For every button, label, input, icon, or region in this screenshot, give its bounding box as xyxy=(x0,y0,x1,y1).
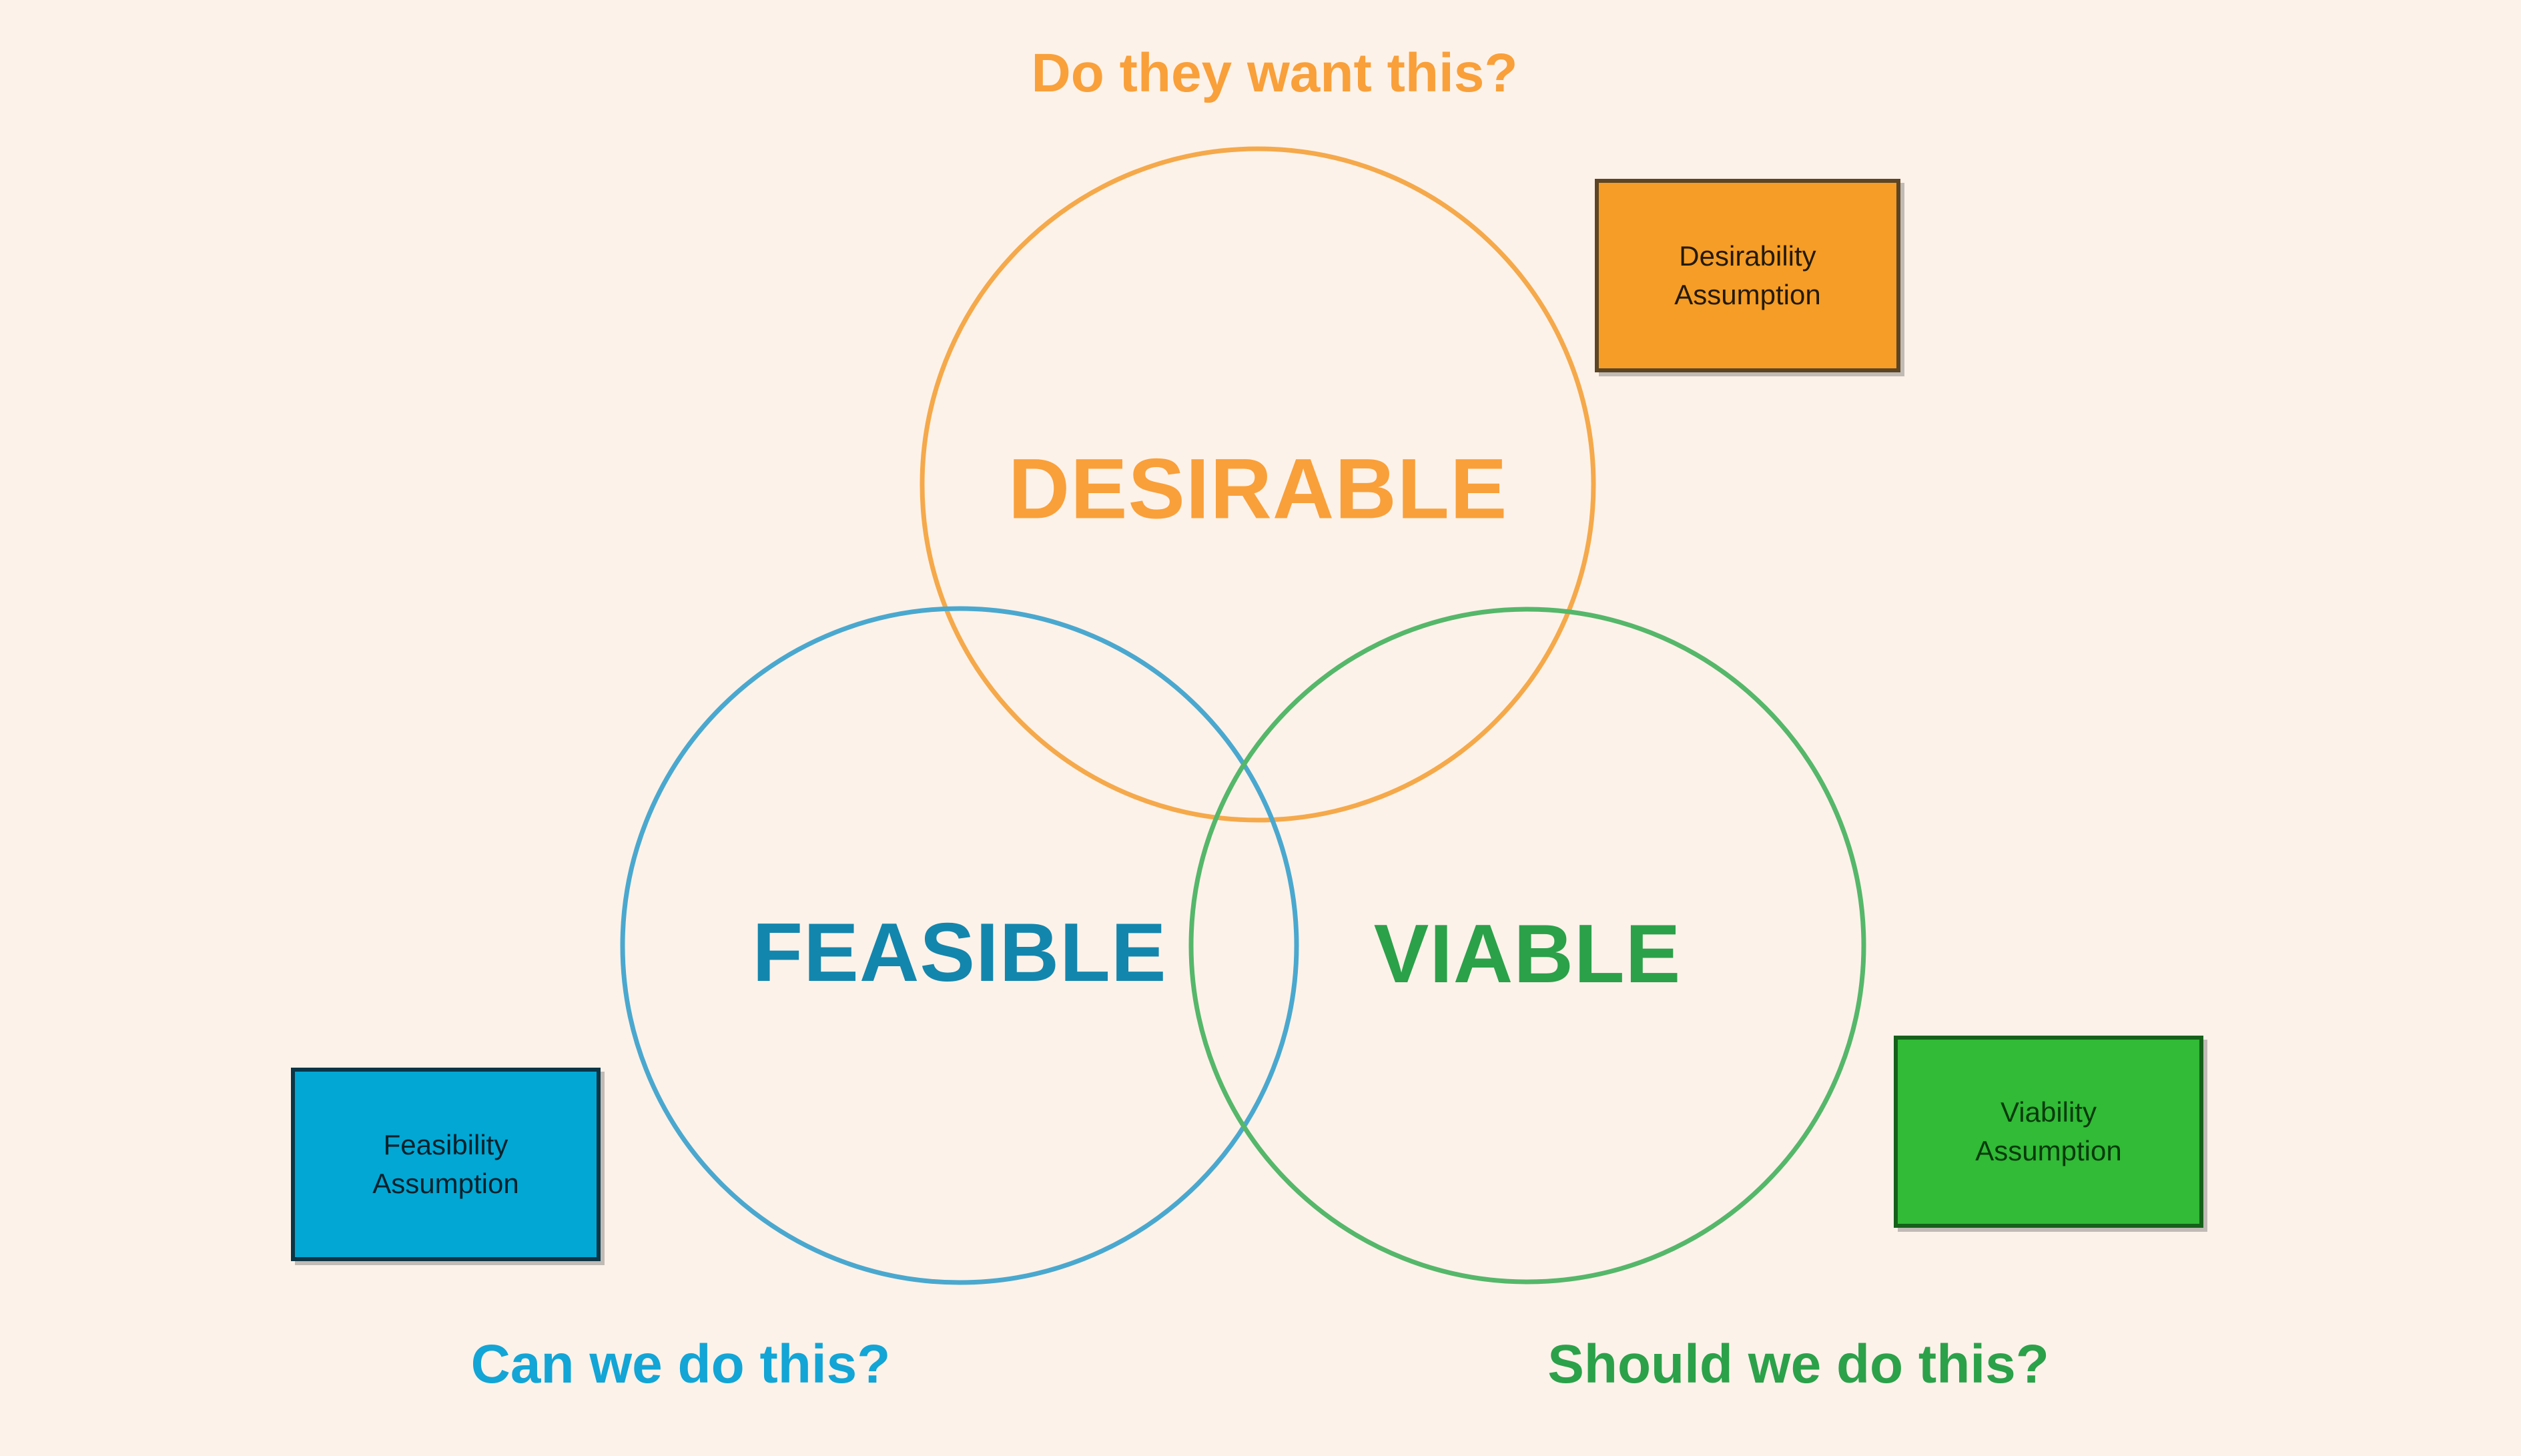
feasibility-assumption-label: Feasibility Assumption xyxy=(372,1129,519,1199)
question-desirability: Do they want this? xyxy=(1031,43,1518,103)
question-feasibility: Can we do this? xyxy=(470,1334,891,1395)
circle-desirable[interactable] xyxy=(920,146,1596,823)
label-desirable: DESIRABLE xyxy=(1008,441,1508,537)
question-viability: Should we do this? xyxy=(1547,1334,2049,1395)
label-feasible: FEASIBLE xyxy=(752,907,1167,999)
desirability-assumption-label: Desirability Assumption xyxy=(1674,240,1821,310)
desirability-assumption-box[interactable]: Desirability Assumption xyxy=(1595,179,1900,372)
feasibility-assumption-box[interactable]: Feasibility Assumption xyxy=(291,1068,601,1261)
viability-assumption-box[interactable]: Viability Assumption xyxy=(1894,1036,2203,1228)
label-viable: VIABLE xyxy=(1373,908,1682,1000)
viability-assumption-label: Viability Assumption xyxy=(1975,1096,2122,1166)
circle-viable[interactable] xyxy=(1188,607,1866,1285)
circle-feasible[interactable] xyxy=(620,606,1299,1285)
